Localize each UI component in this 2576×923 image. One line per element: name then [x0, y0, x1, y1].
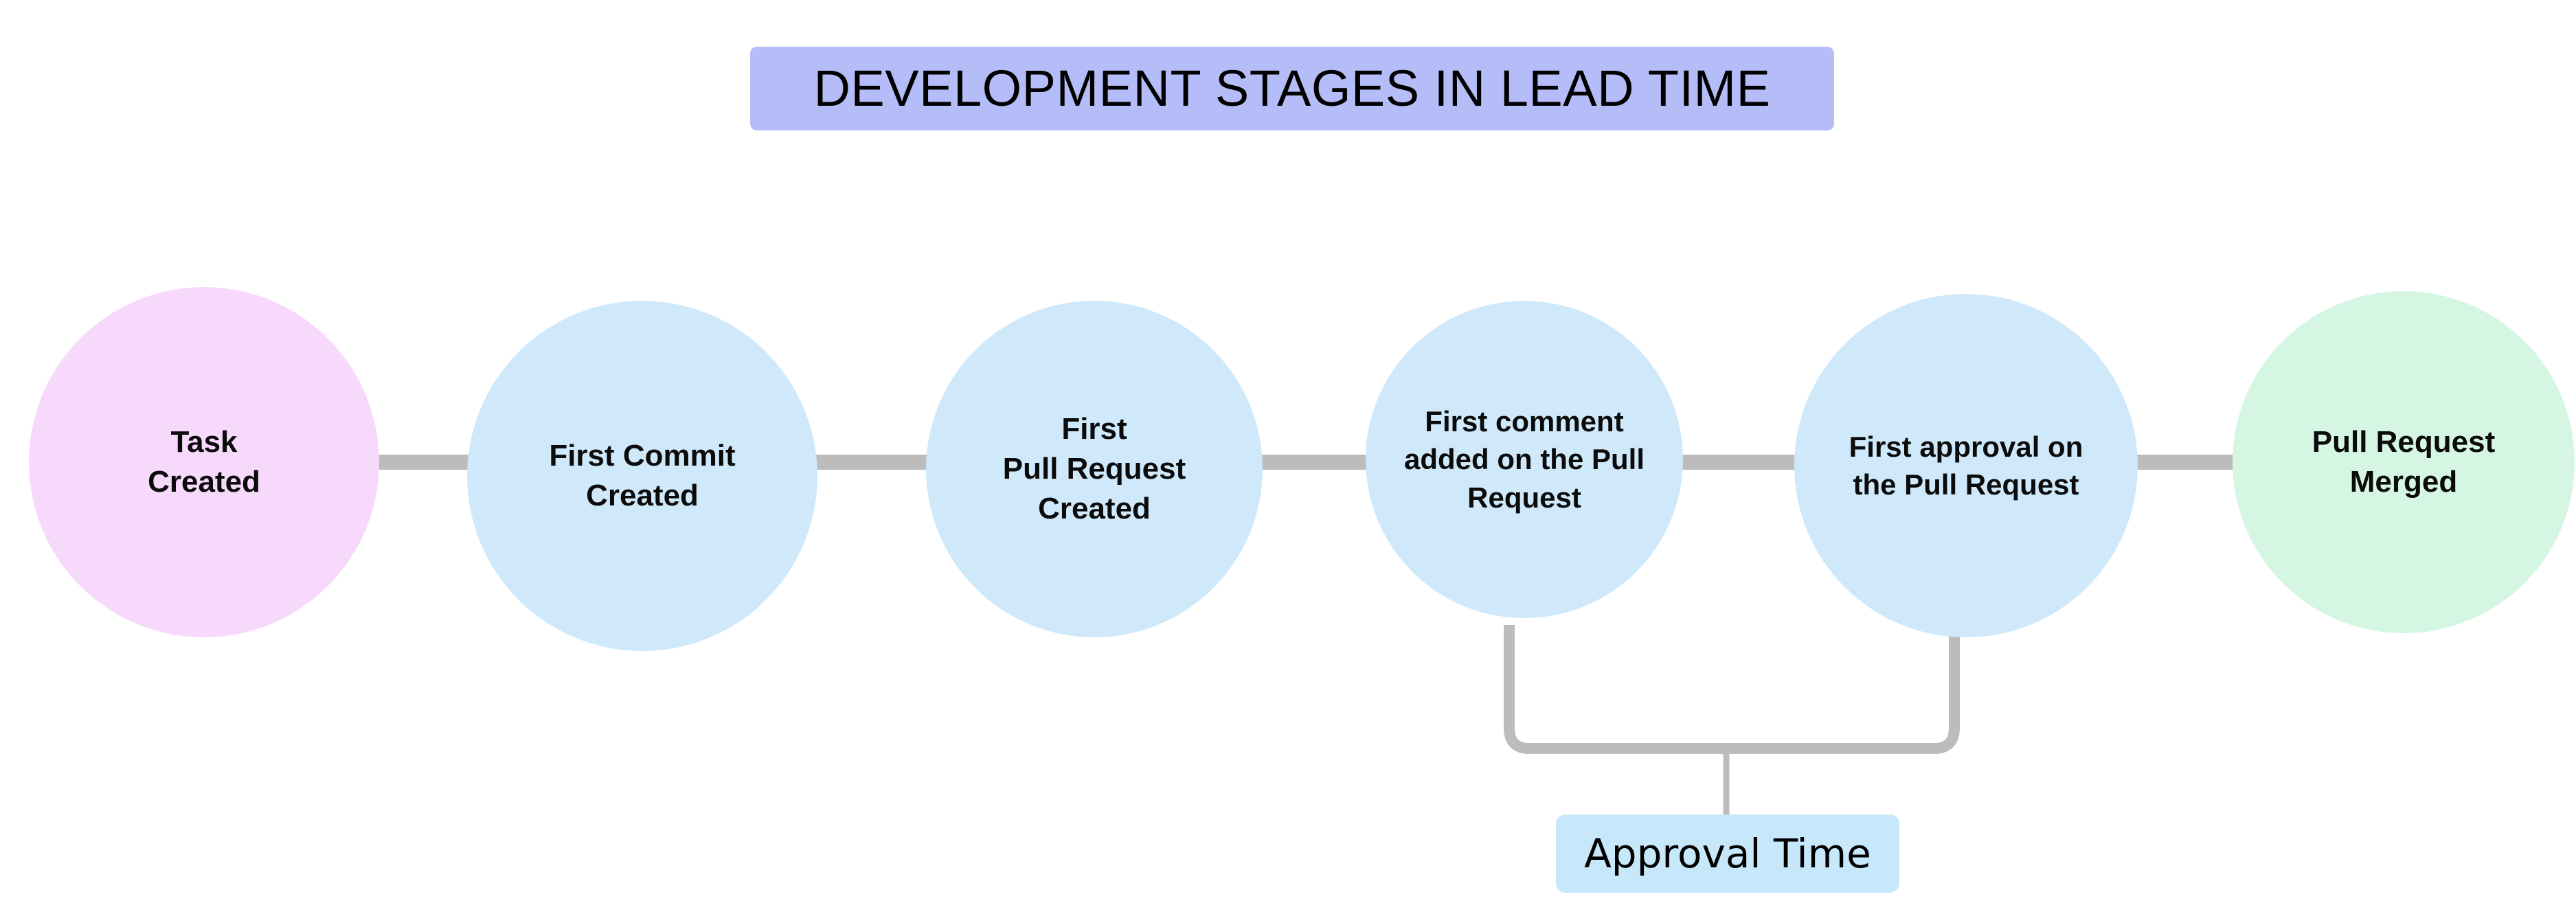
stage-circle-first-approval-on-pull-request[interactable]: First approval on the Pull Request	[1794, 294, 2138, 637]
stage-label-first-commit-created: First Commit Created	[549, 438, 736, 512]
approval-time-label[interactable]: Approval Time	[1556, 814, 1899, 893]
stage-circle-first-pull-request-created[interactable]: First Pull Request Created	[926, 301, 1263, 637]
diagram-title-banner: DEVELOPMENT STAGES IN LEAD TIME	[750, 47, 1834, 130]
stage-label-task-created: Task Created	[148, 424, 260, 499]
stage-label-first-comment-on-pull-request: First comment added on the Pull Request	[1403, 404, 1645, 514]
stage-label-first-approval-on-pull-request: First approval on the Pull Request	[1849, 430, 2083, 501]
connector-line-2-3	[809, 455, 934, 470]
stage-circle-task-created[interactable]: Task Created	[29, 287, 379, 637]
stage-label-pull-request-merged: Pull Request Merged	[2312, 424, 2496, 499]
page-title: DEVELOPMENT STAGES IN LEAD TIME	[813, 60, 1771, 117]
stage-circle-pull-request-merged[interactable]: Pull Request Merged	[2233, 291, 2575, 633]
stage-circle-first-commit-created[interactable]: First Commit Created	[467, 301, 817, 651]
approval-time-bracket	[1504, 625, 1960, 817]
connector-line-1-2	[368, 455, 478, 470]
stage-circle-first-comment-on-pull-request[interactable]: First comment added on the Pull Request	[1366, 301, 1683, 618]
stage-label-first-pull-request-created: First Pull Request Created	[1002, 411, 1186, 526]
connector-line-4-5	[1675, 455, 1803, 470]
connector-line-3-4	[1254, 455, 1375, 470]
connector-line-5-6	[2129, 455, 2253, 470]
approval-time-text: Approval Time	[1584, 830, 1871, 877]
